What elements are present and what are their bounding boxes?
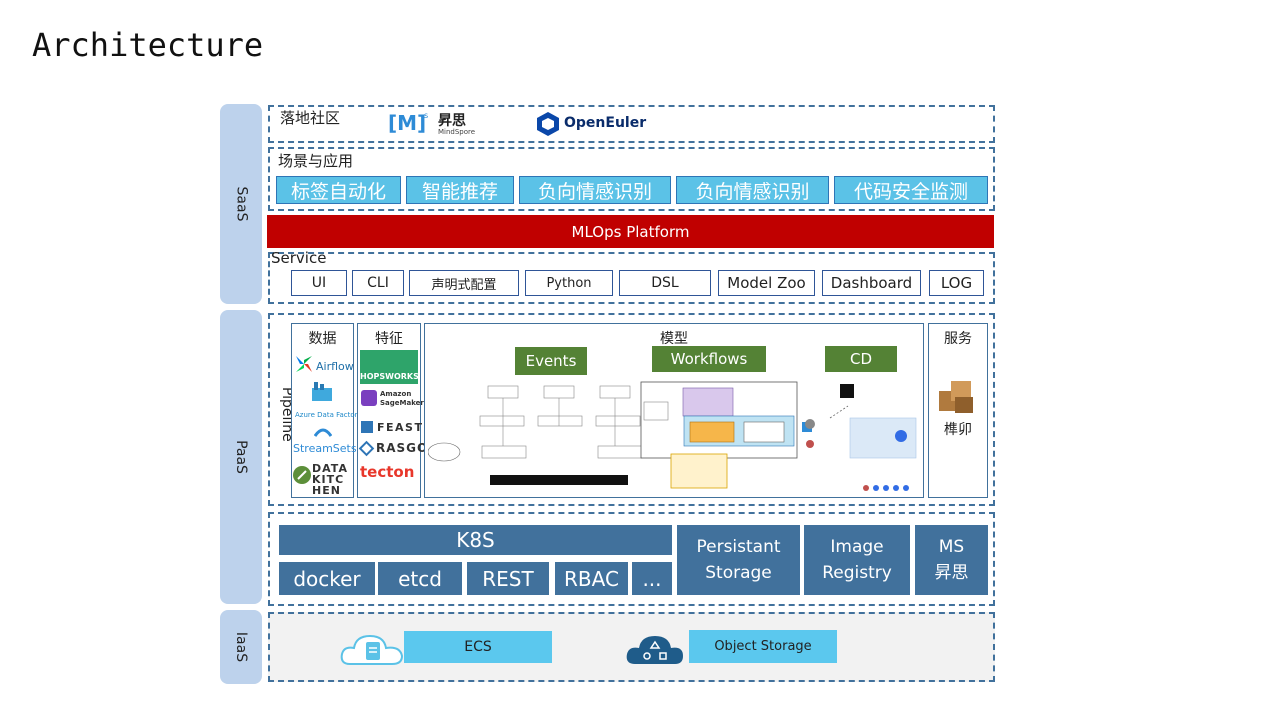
- ecs-icon: [340, 630, 404, 670]
- infra-item: ...: [632, 562, 672, 595]
- mlops-platform-bar: MLOps Platform: [267, 215, 994, 248]
- persistent-storage: Persistant Storage: [677, 525, 800, 595]
- model-diagram: [427, 378, 920, 494]
- stage-workflows: Workflows: [652, 346, 766, 372]
- service-item: Model Zoo: [718, 270, 815, 296]
- service-item: CLI: [352, 270, 404, 296]
- tier-paas-label: PaaS: [232, 440, 249, 474]
- infra-item: etcd: [378, 562, 462, 595]
- infra-item: REST: [467, 562, 549, 595]
- infra-row: [268, 512, 995, 606]
- infra-item: docker: [279, 562, 375, 595]
- service-item: LOG: [929, 270, 984, 296]
- mindspore-sub: MindSpore: [438, 128, 476, 136]
- hopsworks-logo: HOPSWORKS: [360, 372, 419, 381]
- streamsets-icon: [313, 424, 333, 444]
- object-storage-box: Object Storage: [689, 630, 837, 663]
- service-item: Python: [525, 270, 613, 296]
- feature-title: 特征: [375, 331, 403, 347]
- service-item: Dashboard: [822, 270, 921, 296]
- rasgo-logo: RASGO: [376, 441, 429, 455]
- app-item: 代码安全监测: [834, 176, 988, 204]
- tier-saas: SaaS: [220, 104, 262, 304]
- tier-paas: PaaS: [220, 310, 262, 604]
- sagemaker-icon: [361, 390, 377, 406]
- data-title: 数据: [308, 331, 337, 347]
- model-title: 模型: [660, 331, 688, 347]
- image-registry: Image Registry: [804, 525, 910, 595]
- azure-factory-icon: [310, 380, 334, 406]
- page-title: Architecture: [32, 26, 264, 64]
- app-item: 标签自动化: [276, 176, 401, 204]
- tier-saas-label: SaaS: [233, 186, 249, 222]
- hopsworks-icon: [360, 350, 418, 384]
- serving-title: 服务: [944, 331, 972, 347]
- svg-text:s: s: [424, 111, 428, 120]
- app-item: 智能推荐: [406, 176, 514, 204]
- service-label: Service: [271, 249, 327, 267]
- tier-iaas-label: IaaS: [233, 631, 249, 663]
- app-item: 负向情感识别: [676, 176, 829, 204]
- datakitchen-icon: [292, 465, 312, 489]
- svg-text:[M]: [M]: [388, 111, 426, 135]
- azure-factory-logo: Azure Data Factory: [295, 411, 362, 419]
- service-item: 声明式配置: [409, 270, 519, 296]
- mindspore-logo: [M] s: [388, 110, 478, 138]
- pipeline-row: [268, 313, 995, 506]
- app-item: 负向情感识别: [519, 176, 671, 204]
- community-label: 落地社区: [280, 109, 341, 127]
- apps-label: 场景与应用: [278, 152, 354, 170]
- service-item: DSL: [619, 270, 711, 296]
- service-item: UI: [291, 270, 347, 296]
- ms-mindspore: MS 昇思: [915, 525, 988, 595]
- sunmao-icon: [935, 375, 979, 423]
- community-row: [268, 105, 995, 143]
- feast-icon: [361, 421, 373, 433]
- ecs-box: ECS: [404, 631, 552, 663]
- openeuler-label: OpenEuler: [564, 115, 647, 131]
- datakitchen-logo: DATA KITCHEN: [312, 462, 348, 497]
- airflow-icon: [294, 354, 314, 378]
- sunmao-label: 榫卯: [944, 422, 972, 438]
- stage-cd: CD: [825, 346, 897, 372]
- object-storage-icon: [625, 630, 685, 670]
- streamsets-logo: StreamSets: [293, 442, 357, 455]
- mindspore-name: 昇思: [438, 113, 466, 129]
- service-row: [268, 252, 995, 304]
- openeuler-icon: [535, 111, 561, 141]
- tecton-logo: tecton: [360, 463, 415, 481]
- apps-row: [268, 147, 995, 211]
- airflow-logo: Airflow: [316, 360, 354, 373]
- stage-events: Events: [515, 347, 587, 375]
- feast-logo: FEAST: [377, 421, 424, 434]
- k8s-bar: K8S: [279, 525, 672, 555]
- sagemaker-logo: Amazon SageMaker: [380, 390, 424, 407]
- tier-iaas: IaaS: [220, 610, 262, 684]
- infra-item: RBAC: [555, 562, 628, 595]
